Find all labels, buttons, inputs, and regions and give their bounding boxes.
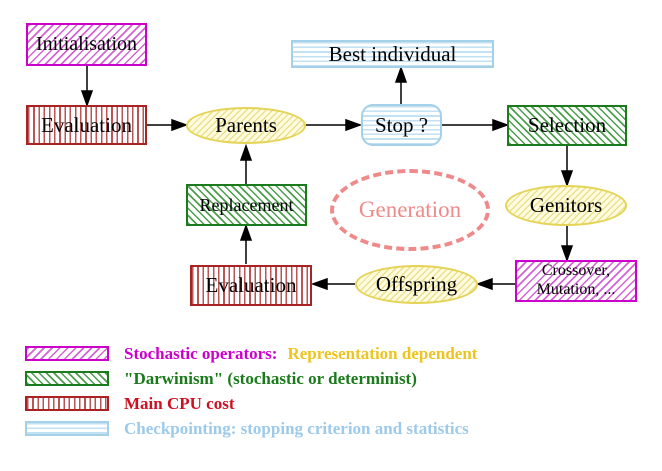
arrow-stop-to-selection	[442, 118, 510, 132]
legend-text-stochastic-operators: Stochastic operators:	[124, 343, 278, 363]
node-best-individual: Best individual	[291, 40, 494, 68]
legend-swatch-green-hatch	[25, 371, 109, 386]
node-offspring-label: Offspring	[375, 272, 458, 296]
legend-label-cpu-cost: Main CPU cost	[124, 394, 234, 414]
arrow-selection-to-genitors	[560, 146, 574, 188]
node-evaluation-top: Evaluation	[26, 105, 147, 145]
arrow-genitors-to-crossover	[560, 226, 574, 263]
legend: Stochastic operators: Representation depe…	[25, 344, 477, 439]
legend-swatch-cyan-stripes	[25, 421, 109, 436]
node-crossover-line2: Mutation, ...	[536, 281, 616, 298]
node-initialisation-label: Initialisation	[35, 33, 138, 55]
node-generation-cycle: Generation	[330, 169, 490, 251]
legend-text-representation-dependent: Representation dependent	[287, 343, 478, 363]
arrow-parents-to-stop	[306, 118, 363, 132]
node-offspring: Offspring	[355, 265, 478, 304]
node-crossover-mutation: Crossover, Mutation, ...	[515, 260, 637, 302]
node-crossover-line1: Crossover,	[541, 262, 611, 280]
legend-row-checkpointing: Checkpointing: stopping criterion and st…	[25, 419, 477, 439]
node-generation-label: Generation	[358, 197, 462, 222]
node-selection-label: Selection	[527, 113, 607, 137]
node-parents-label: Parents	[215, 113, 277, 137]
node-genitors-label: Genitors	[529, 193, 603, 217]
legend-swatch-red-stripes	[25, 396, 109, 411]
node-replacement-label: Replacement	[199, 194, 294, 215]
node-evaluation-bottom: Evaluation	[190, 265, 312, 306]
node-replacement: Replacement	[186, 184, 307, 226]
node-genitors: Genitors	[505, 185, 627, 226]
legend-label-stochastic: Stochastic operators: Representation depe…	[124, 344, 477, 364]
legend-swatch-magenta-hatch	[25, 346, 109, 361]
legend-text-main-cpu-cost: Main CPU cost	[124, 393, 235, 413]
legend-row-stochastic: Stochastic operators: Representation depe…	[25, 344, 477, 364]
legend-text-darwinism: "Darwinism" (stochastic or determinist)	[124, 368, 417, 388]
legend-label-checkpointing: Checkpointing: stopping criterion and st…	[124, 419, 469, 439]
arrow-evaluation-to-replacement	[239, 223, 253, 264]
node-selection: Selection	[507, 105, 627, 146]
arrow-offspring-to-evaluation	[310, 277, 355, 291]
node-initialisation: Initialisation	[26, 23, 147, 66]
arrow-replacement-to-parents	[239, 143, 253, 184]
arrow-initialisation-to-evaluation	[80, 66, 94, 108]
node-evaluation-bottom-label: Evaluation	[205, 273, 297, 297]
legend-row-cpu-cost: Main CPU cost	[25, 394, 477, 414]
arrow-evaluation-to-parents	[147, 118, 189, 132]
node-stop-label: Stop ?	[374, 112, 429, 137]
arrow-crossover-to-offspring	[475, 277, 515, 291]
legend-label-darwinism: "Darwinism" (stochastic or determinist)	[124, 369, 417, 389]
node-evaluation-top-label: Evaluation	[41, 112, 132, 137]
legend-text-checkpointing: Checkpointing: stopping criterion and st…	[124, 418, 469, 438]
node-parents: Parents	[186, 107, 306, 144]
legend-row-darwinism: "Darwinism" (stochastic or determinist)	[25, 369, 477, 389]
node-stop: Stop ?	[361, 104, 442, 146]
node-best-individual-label: Best individual	[328, 41, 457, 66]
arrow-stop-to-best-individual	[394, 65, 408, 104]
